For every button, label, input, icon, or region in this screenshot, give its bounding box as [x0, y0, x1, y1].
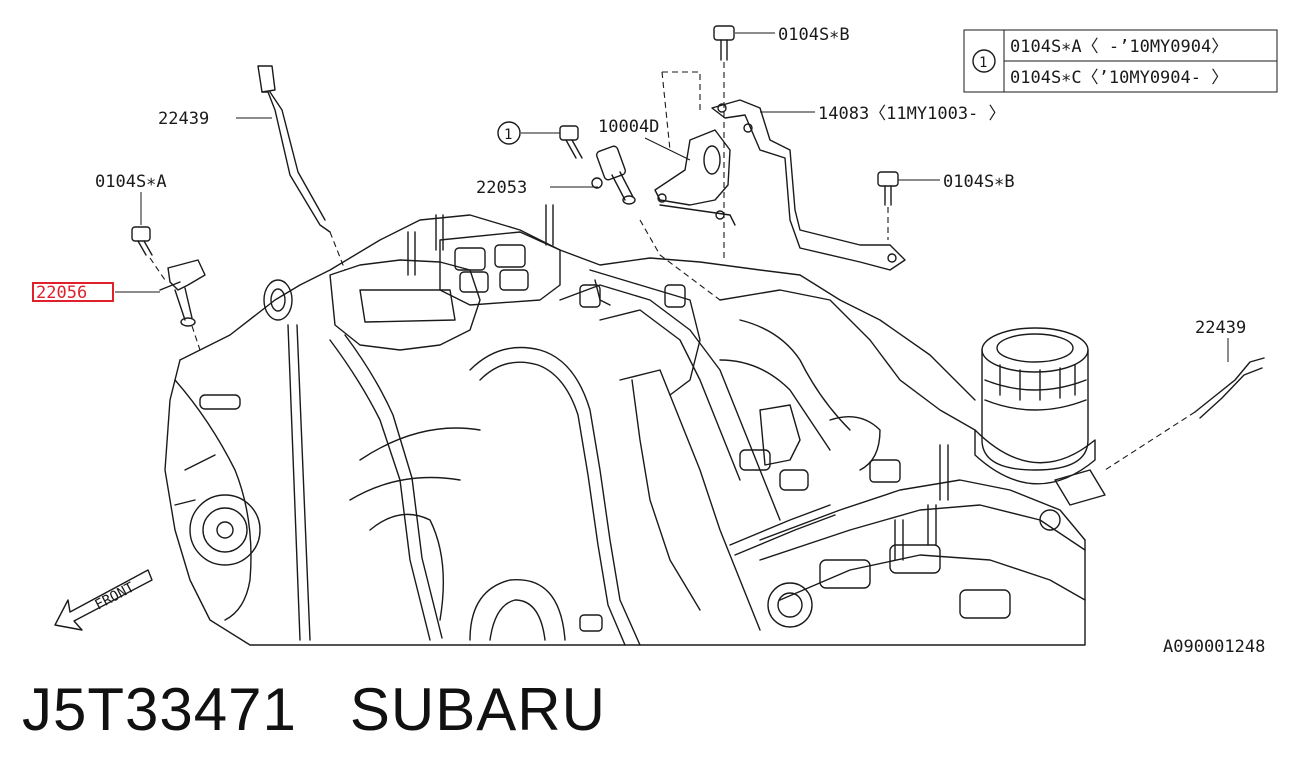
label-drawing-code: A090001248: [1163, 637, 1265, 657]
label-sensor-22053: 22053: [476, 178, 527, 198]
engine-line-art: [164, 204, 1106, 646]
callout-circle: [497, 121, 521, 145]
caption-brand: SUBARU: [349, 676, 606, 743]
caption-part-number: J5T33471: [22, 676, 297, 743]
label-front: FRONT: [92, 579, 137, 613]
label-highlighted-part: 22056: [36, 283, 87, 303]
legend-row-1: 0104S∗A〈 -’10MY0904〉: [1010, 37, 1228, 57]
engine-parts-diagram: 0104S∗B 14083〈11MY1003- 〉 0104S∗B 10004D…: [32, 25, 1278, 657]
label-bracket-10004d: 10004D: [598, 117, 659, 137]
callout-circle-number: 1: [504, 127, 512, 143]
highlight-box: [32, 282, 114, 302]
label-top-bolt: 0104S∗B: [778, 25, 850, 45]
callout-leaders: [54, 25, 1265, 631]
legend-callout-circle: [972, 49, 996, 73]
legend-callout-number: 1: [979, 55, 987, 71]
part-labels: 0104S∗B 14083〈11MY1003- 〉 0104S∗B 10004D…: [32, 25, 1265, 657]
label-glow-plug-right: 22439: [1195, 318, 1246, 338]
label-glow-plug-left: 22439: [158, 109, 209, 129]
legend-row-2: 0104S∗C〈’10MY0904- 〉: [1010, 68, 1228, 88]
label-bracket-14083: 14083〈11MY1003- 〉: [818, 104, 1006, 124]
label-right-bolt: 0104S∗B: [943, 172, 1015, 192]
legend-table: 1 0104S∗A〈 -’10MY0904〉 0104S∗C〈’10MY0904…: [963, 29, 1278, 93]
caption: J5T33471 SUBARU: [22, 680, 606, 740]
label-sensor-bolt: 0104S∗A: [95, 172, 167, 192]
